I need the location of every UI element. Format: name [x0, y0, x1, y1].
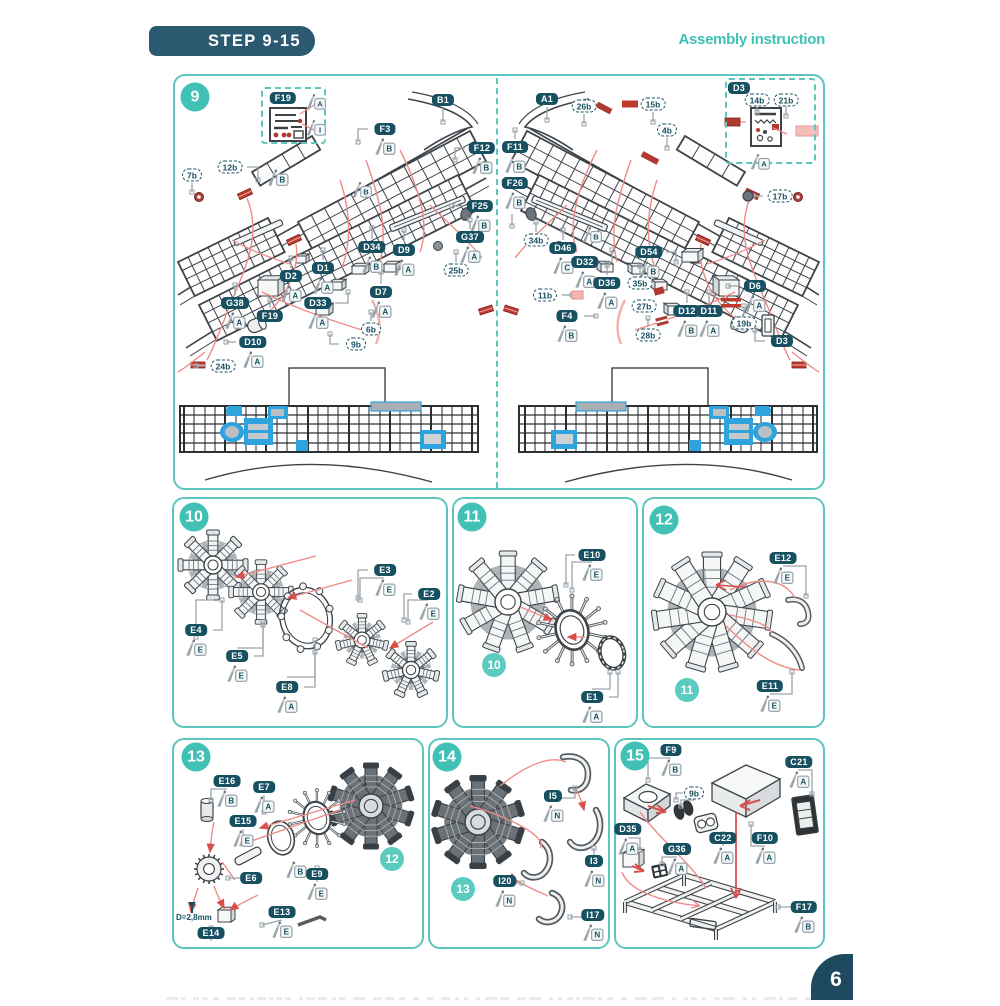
svg-text:C: C	[564, 264, 570, 273]
svg-text:B: B	[279, 176, 285, 185]
svg-text:B: B	[516, 199, 522, 208]
svg-text:A: A	[710, 327, 716, 336]
svg-text:B: B	[593, 233, 599, 242]
svg-text:N: N	[595, 877, 601, 886]
svg-text:E: E	[284, 928, 290, 937]
svg-text:A: A	[593, 713, 599, 722]
svg-text:A: A	[382, 308, 388, 317]
svg-text:B: B	[228, 797, 234, 806]
svg-text:A: A	[254, 358, 260, 367]
svg-text:B: B	[481, 222, 487, 231]
svg-text:A: A	[678, 865, 684, 874]
svg-text:E: E	[785, 574, 791, 583]
svg-text:A: A	[292, 292, 298, 301]
svg-text:A: A	[800, 778, 806, 787]
svg-text:E: E	[245, 837, 251, 846]
svg-text:B: B	[297, 868, 303, 877]
svg-text:A: A	[319, 319, 325, 328]
svg-text:B: B	[672, 766, 678, 775]
svg-text:A: A	[288, 703, 294, 712]
svg-text:B: B	[516, 163, 522, 172]
svg-text:B: B	[386, 145, 392, 154]
svg-text:A: A	[761, 160, 767, 169]
svg-text:A: A	[236, 319, 242, 328]
svg-text:A: A	[471, 253, 477, 262]
svg-text:B: B	[688, 327, 694, 336]
svg-text:E: E	[239, 672, 245, 681]
svg-text:E: E	[198, 646, 204, 655]
svg-text:B: B	[650, 268, 656, 277]
svg-text:A: A	[756, 302, 762, 311]
svg-text:B: B	[483, 164, 489, 173]
svg-text:E: E	[387, 586, 393, 595]
svg-text:E: E	[319, 890, 325, 899]
svg-text:A: A	[724, 854, 730, 863]
svg-text:A: A	[586, 278, 592, 287]
svg-text:N: N	[594, 931, 600, 940]
svg-text:A: A	[317, 100, 323, 109]
svg-text:A: A	[766, 854, 772, 863]
svg-text:E: E	[594, 571, 600, 580]
svg-text:A: A	[405, 266, 411, 275]
svg-text:B: B	[373, 263, 379, 272]
svg-text:A: A	[265, 803, 271, 812]
svg-text:B: B	[568, 332, 574, 341]
svg-text:A: A	[629, 845, 635, 854]
svg-text:B: B	[363, 188, 369, 197]
svg-text:A: A	[324, 284, 330, 293]
svg-text:I: I	[319, 126, 321, 135]
svg-text:B: B	[805, 923, 811, 932]
svg-text:E: E	[431, 610, 437, 619]
svg-text:E: E	[772, 702, 778, 711]
svg-text:N: N	[554, 812, 560, 821]
svg-text:A: A	[608, 299, 614, 308]
svg-text:N: N	[506, 897, 512, 906]
